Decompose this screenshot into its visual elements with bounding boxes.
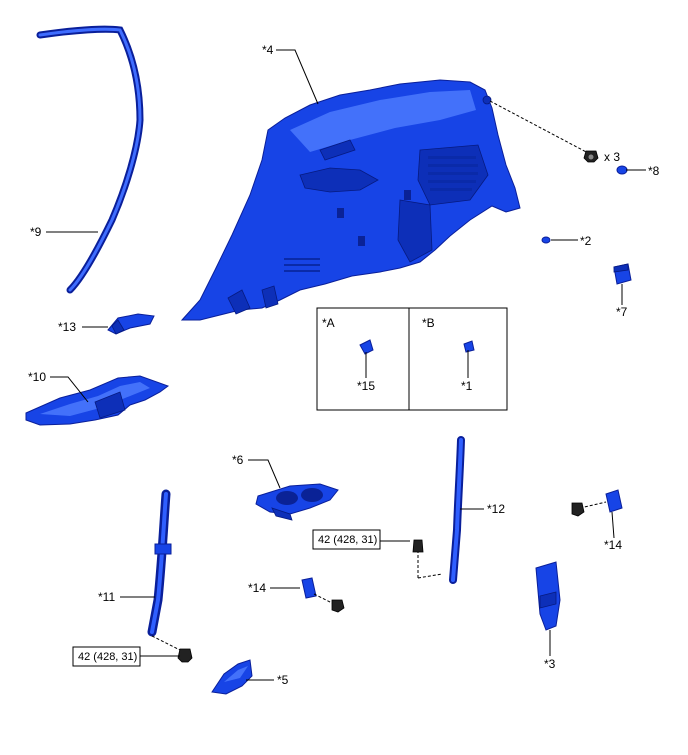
label-part-11: *11	[98, 590, 115, 604]
part-2-clip	[541, 236, 551, 244]
part-1-clip	[463, 340, 475, 353]
label-part-5: *5	[277, 673, 289, 687]
label-part-12: *12	[487, 502, 505, 516]
part-15-clip	[359, 339, 374, 355]
label-part-14-left: *14	[248, 581, 266, 595]
torque-spec-box-2: 42 (428, 31)	[72, 646, 141, 667]
inset-label-b: *B	[422, 316, 435, 330]
quantity-label: x 3	[604, 150, 620, 164]
label-part-4: *4	[262, 43, 274, 57]
label-part-14-right: *14	[604, 538, 622, 552]
label-part-13: *13	[58, 320, 76, 334]
torque-spec-2-text: 42 (428, 31)	[78, 651, 137, 663]
label-part-10: *10	[28, 370, 46, 384]
inset-box: *A *B *15 *1	[316, 307, 508, 411]
torque-spec-1-text: 42 (428, 31)	[318, 534, 377, 546]
part-14-bracket-right	[571, 489, 623, 517]
label-part-15: *15	[357, 379, 375, 393]
label-part-2: *2	[580, 234, 592, 248]
part-7-cover	[613, 263, 632, 285]
label-part-3: *3	[544, 657, 556, 671]
part-10-deck-trim-side	[25, 375, 170, 426]
label-part-8: *8	[648, 164, 660, 178]
part-11-seat-belt	[147, 489, 193, 663]
part-13-garnish	[107, 313, 155, 335]
label-part-6: *6	[232, 453, 244, 467]
part-4-quarter-trim-panel	[180, 79, 521, 321]
label-part-9: *9	[30, 225, 42, 239]
part-4-screw	[489, 100, 599, 163]
leader-lines	[46, 49, 646, 681]
label-part-7: *7	[616, 305, 628, 319]
part-6-cup-holder	[255, 483, 339, 521]
inset-label-a: *A	[322, 316, 335, 330]
part-12-seat-belt	[412, 436, 465, 584]
label-part-1: *1	[461, 379, 473, 393]
part-3-lower-cover	[535, 561, 561, 631]
part-9-weatherstrip	[36, 25, 144, 294]
part-8-clip	[616, 165, 628, 175]
part-5-cover	[211, 659, 253, 695]
torque-spec-box-1: 42 (428, 31)	[312, 529, 381, 550]
part-14-bracket-left	[301, 577, 345, 613]
